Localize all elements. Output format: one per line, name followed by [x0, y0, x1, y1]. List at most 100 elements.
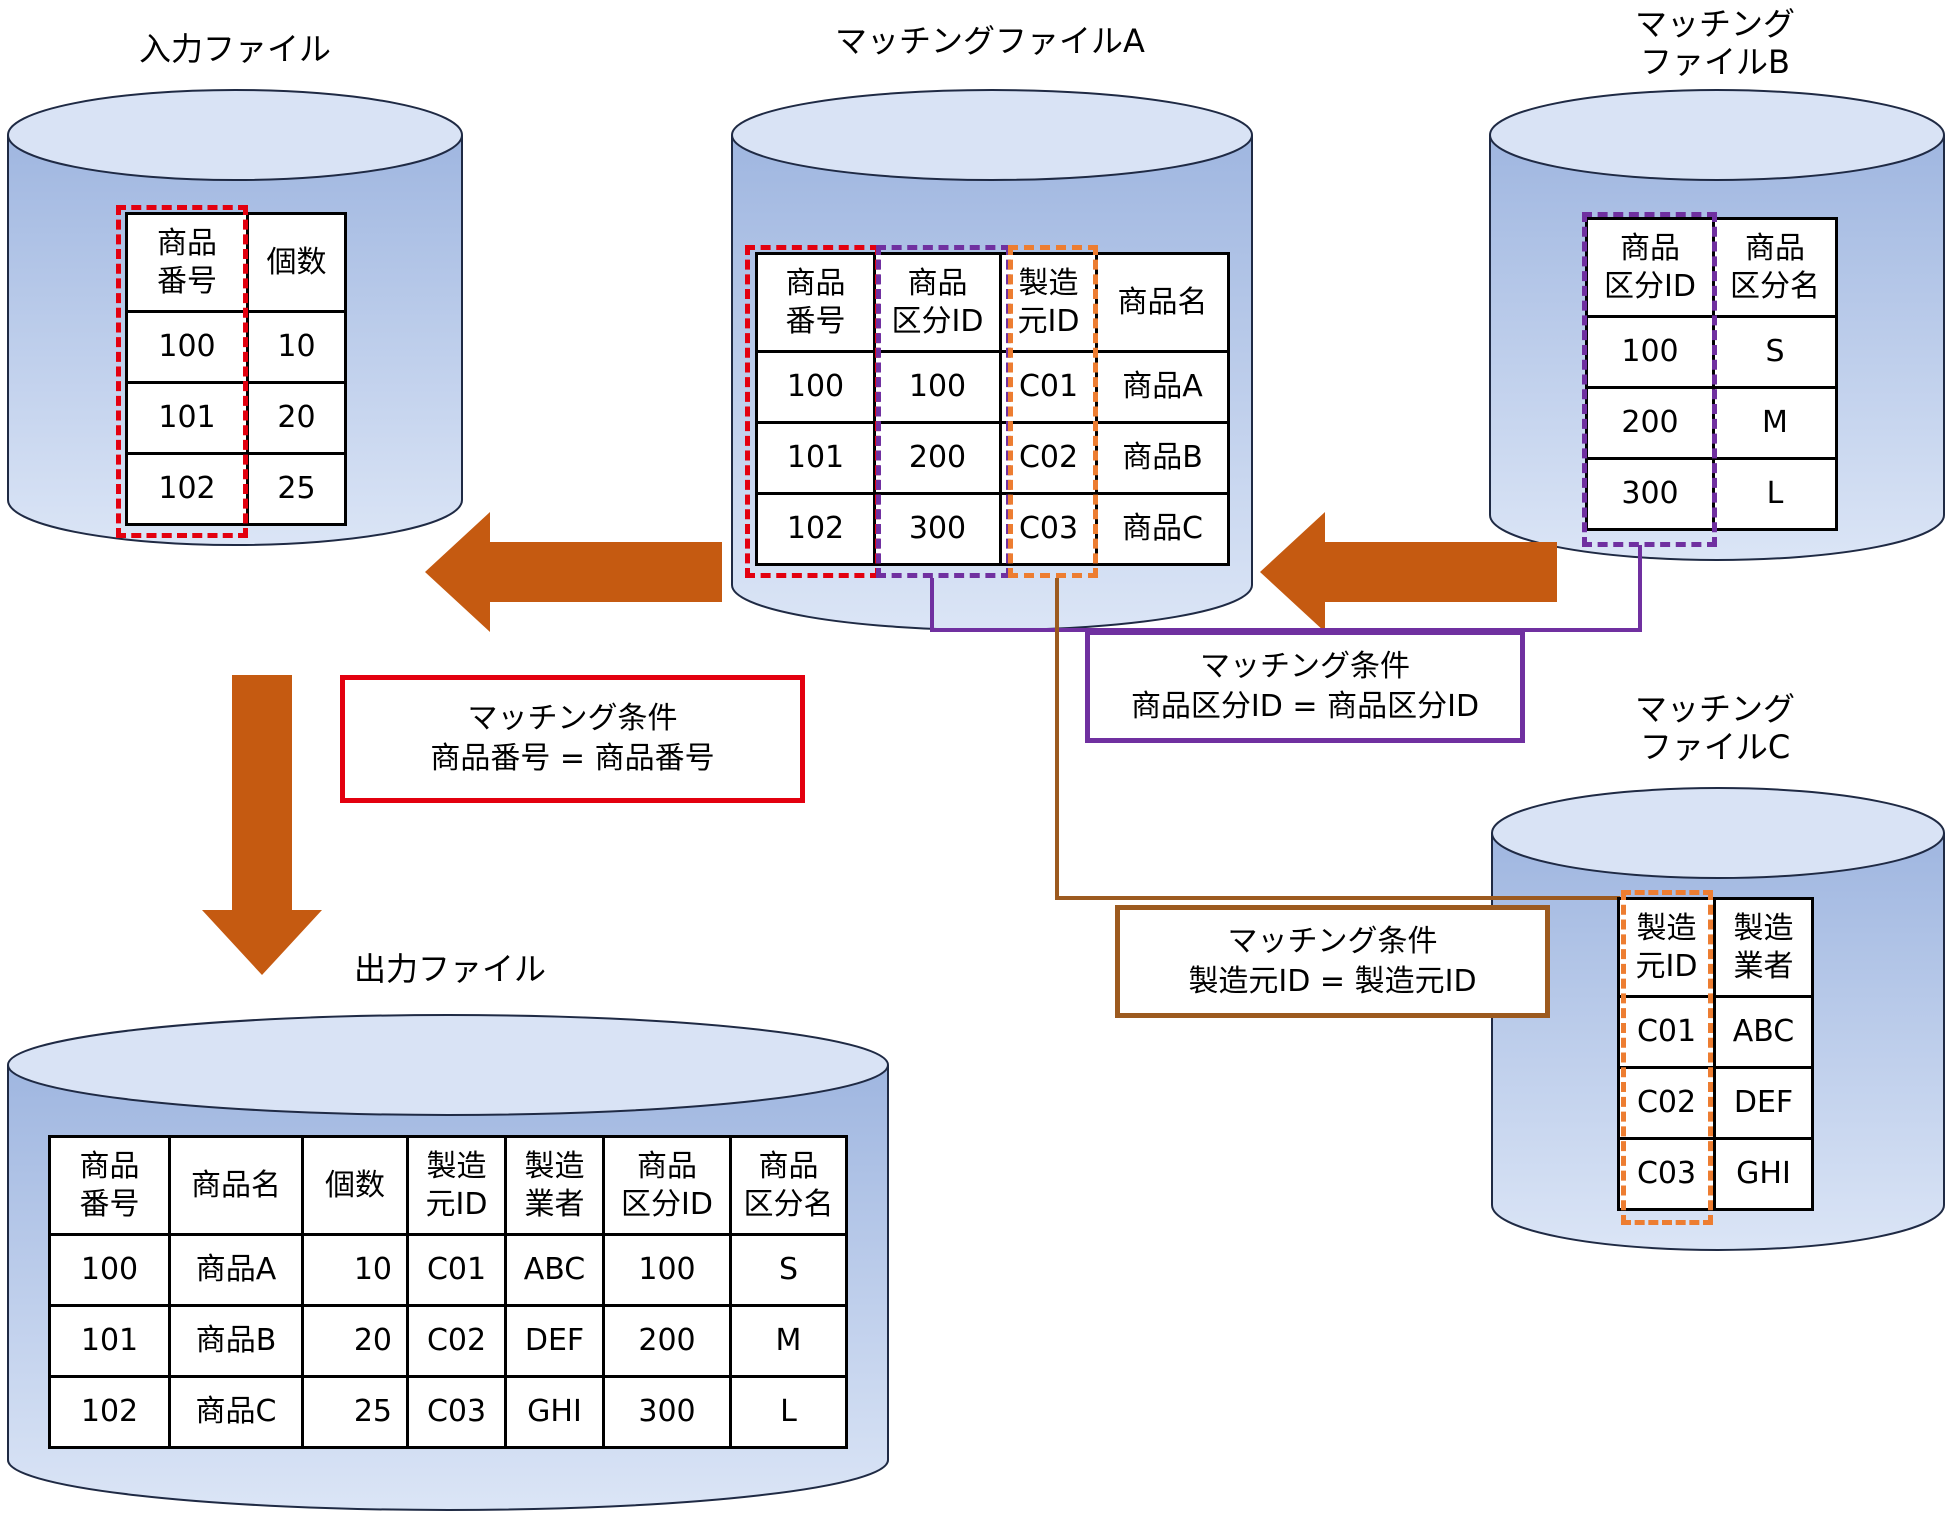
- cell: C02: [406, 1304, 507, 1378]
- output-file-title: 出力ファイル: [353, 950, 546, 988]
- match-b-title: マッチング ファイルB: [1634, 5, 1795, 81]
- table-row: 100 100 C01 商品A: [755, 350, 1230, 424]
- cell: S: [729, 1233, 848, 1307]
- header-cell: 商品 番号: [125, 212, 249, 313]
- cell: C03: [1617, 1137, 1716, 1211]
- table-row: C01 ABC: [1617, 995, 1814, 1069]
- cell: 商品B: [1095, 421, 1230, 495]
- condition-rule: 商品番号 = 商品番号: [430, 741, 715, 776]
- cell: 100: [48, 1233, 171, 1307]
- cell: 200: [1585, 386, 1715, 460]
- header-cell: 商品名: [168, 1135, 304, 1236]
- table-row: 100 10: [125, 310, 347, 384]
- match-a-title: マッチングファイルA: [835, 22, 1145, 60]
- cell: 10: [246, 310, 347, 384]
- table-row: 102 25: [125, 452, 347, 526]
- cell: S: [1712, 315, 1838, 389]
- cell: C01: [999, 350, 1098, 424]
- header-cell: 製造 業者: [504, 1135, 605, 1236]
- match-a-table: 商品 番号 商品 区分ID 製造 元ID 商品名 100 100 C01 商品A…: [755, 252, 1230, 566]
- brown-connector: [1055, 578, 1620, 900]
- header-cell: 製造 元ID: [1617, 897, 1716, 998]
- condition-title: マッチング条件: [467, 701, 678, 736]
- table-row: C03 GHI: [1617, 1137, 1814, 1211]
- cell: C01: [406, 1233, 507, 1307]
- table-row: 100 商品A 10 C01 ABC 100 S: [48, 1233, 848, 1307]
- cell: C03: [406, 1375, 507, 1449]
- cell: DEF: [504, 1304, 605, 1378]
- cell: 102: [125, 452, 249, 526]
- header-cell: 商品 区分名: [1712, 217, 1838, 318]
- table-row: 102 300 C03 商品C: [755, 492, 1230, 566]
- header-cell: 個数: [246, 212, 347, 313]
- cell: M: [1712, 386, 1838, 460]
- arrow-down-to-output: [202, 675, 322, 975]
- cell: C03: [999, 492, 1098, 566]
- match-b-table: 商品 区分ID 商品 区分名 100 S 200 M 300 L: [1585, 217, 1838, 531]
- input-table: 商品 番号 個数 100 10 101 20 102 25: [125, 212, 347, 526]
- cell: 100: [602, 1233, 732, 1307]
- table-row: 101 200 C02 商品B: [755, 421, 1230, 495]
- cell: 102: [48, 1375, 171, 1449]
- match-c-title: マッチング ファイルC: [1634, 690, 1795, 766]
- condition-box-product-no: マッチング条件 商品番号 = 商品番号: [340, 675, 805, 803]
- table-row: C02 DEF: [1617, 1066, 1814, 1140]
- cell: 101: [48, 1304, 171, 1378]
- cell: 商品C: [1095, 492, 1230, 566]
- cell: 20: [301, 1304, 409, 1378]
- cell: 商品A: [168, 1233, 304, 1307]
- cell: C01: [1617, 995, 1716, 1069]
- cell: 300: [1585, 457, 1715, 531]
- table-row: 300 L: [1585, 457, 1838, 531]
- cell: 101: [125, 381, 249, 455]
- condition-title: マッチング条件: [1200, 648, 1410, 684]
- cell: 商品B: [168, 1304, 304, 1378]
- cell: ABC: [1713, 995, 1814, 1069]
- header-cell: 商品 区分ID: [1585, 217, 1715, 318]
- cell: 商品A: [1095, 350, 1230, 424]
- cell: 200: [602, 1304, 732, 1378]
- header-cell: 商品 番号: [48, 1135, 171, 1236]
- match-c-table: 製造 元ID 製造 業者 C01 ABC C02 DEF C03 GHI: [1617, 897, 1814, 1211]
- table-row: 200 M: [1585, 386, 1838, 460]
- condition-rule: 商品区分ID = 商品区分ID: [1130, 688, 1480, 724]
- input-file-title: 入力ファイル: [138, 30, 331, 68]
- cell: 商品C: [168, 1375, 304, 1449]
- cell: C02: [999, 421, 1098, 495]
- header-cell: 商品 区分名: [729, 1135, 848, 1236]
- header-cell: 製造 元ID: [999, 252, 1098, 353]
- cell: C02: [1617, 1066, 1716, 1140]
- cell: 101: [755, 421, 876, 495]
- cell: 25: [301, 1375, 409, 1449]
- header-cell: 商品 番号: [755, 252, 876, 353]
- table-row: 101 商品B 20 C02 DEF 200 M: [48, 1304, 848, 1378]
- cell: 100: [873, 350, 1002, 424]
- table-row: 101 20: [125, 381, 347, 455]
- arrow-b-to-a: [1260, 512, 1557, 632]
- cell: 100: [755, 350, 876, 424]
- cell: 25: [246, 452, 347, 526]
- cell: L: [729, 1375, 848, 1449]
- table-row: 102 商品C 25 C03 GHI 300 L: [48, 1375, 848, 1449]
- condition-rule: 製造元ID = 製造元ID: [1188, 963, 1477, 999]
- header-cell: 商品 区分ID: [602, 1135, 732, 1236]
- cell: DEF: [1713, 1066, 1814, 1140]
- cell: 10: [301, 1233, 409, 1307]
- cell: 300: [602, 1375, 732, 1449]
- cell: 300: [873, 492, 1002, 566]
- condition-box-category-id: マッチング条件 商品区分ID = 商品区分ID: [1085, 630, 1525, 743]
- condition-box-maker-id: マッチング条件 製造元ID = 製造元ID: [1115, 905, 1550, 1018]
- header-cell: 個数: [301, 1135, 409, 1236]
- header-cell: 商品 区分ID: [873, 252, 1002, 353]
- cell: 20: [246, 381, 347, 455]
- condition-title: マッチング条件: [1227, 923, 1438, 959]
- header-cell: 製造 業者: [1713, 897, 1814, 998]
- table-row: 100 S: [1585, 315, 1838, 389]
- cell: GHI: [1713, 1137, 1814, 1211]
- cell: M: [729, 1304, 848, 1378]
- cell: 100: [125, 310, 249, 384]
- output-table: 商品 番号 商品名 個数 製造 元ID 製造 業者 商品 区分ID 商品 区分名…: [48, 1135, 848, 1449]
- header-cell: 製造 元ID: [406, 1135, 507, 1236]
- arrow-a-to-input: [425, 512, 722, 632]
